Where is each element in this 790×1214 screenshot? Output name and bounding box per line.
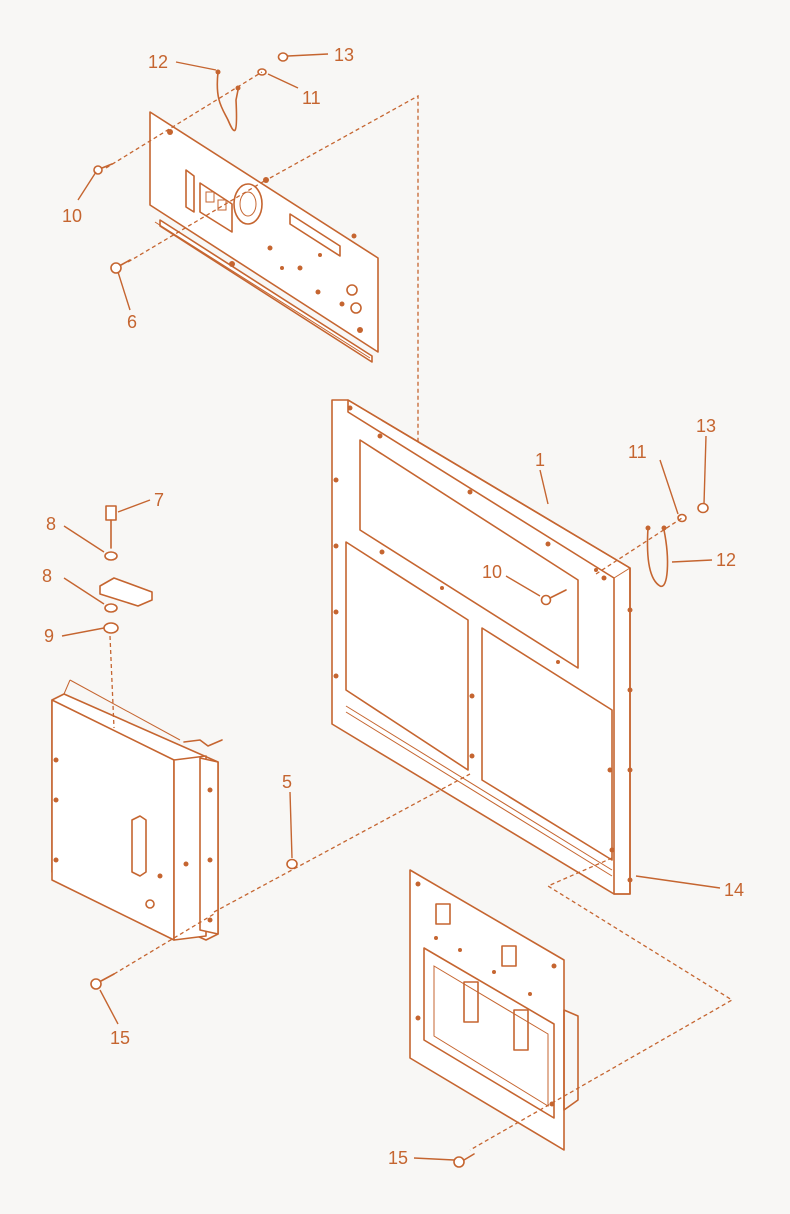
switch-panel-assembly [409, 857, 734, 1168]
washer-5 [286, 858, 298, 870]
callout-8-lower: 8 [42, 566, 52, 586]
callout-9: 9 [44, 626, 54, 646]
callout-13-top: 13 [334, 45, 354, 65]
callout-11-top: 11 [302, 88, 321, 108]
washer-8b [104, 603, 118, 613]
callout-10-right: 10 [482, 562, 502, 582]
screw-10-top [93, 163, 113, 175]
screw-6 [110, 259, 131, 274]
top-hardware [93, 52, 471, 521]
screw-15-left [90, 973, 115, 990]
callout-7: 7 [154, 490, 164, 510]
callout-15-left: 15 [110, 1028, 130, 1048]
callout-11-right: 11 [628, 442, 647, 462]
screw-15-bottom [453, 1153, 475, 1168]
leader-lines [61, 53, 721, 1161]
enclosure-assembly [51, 635, 223, 941]
callout-1: 1 [535, 450, 545, 470]
callout-5: 5 [282, 772, 292, 792]
callout-15-bottom: 15 [388, 1148, 408, 1168]
handle [131, 815, 147, 877]
lanyard-12-top [216, 71, 239, 132]
control-panel-assembly [149, 111, 379, 363]
callout-numbers: 12 11 13 10 6 1 11 13 12 10 7 8 8 9 5 14… [42, 45, 744, 1168]
callout-8-upper: 8 [46, 514, 56, 534]
main-frame-1 [331, 399, 633, 895]
callout-12-top: 12 [148, 52, 168, 72]
connector [183, 739, 223, 747]
callout-10-top: 10 [62, 206, 82, 226]
callout-14: 14 [724, 880, 744, 900]
nut-13-right [697, 502, 709, 514]
washer-8a [104, 551, 118, 561]
bolt-7-head [105, 505, 117, 521]
screw-10-right [540, 589, 567, 606]
nut-9 [103, 622, 119, 634]
clamp-bracket [99, 577, 153, 607]
bolt-stack [99, 505, 153, 634]
callout-13-right: 13 [696, 416, 716, 436]
callout-6: 6 [127, 312, 137, 332]
left-bottom-hardware [90, 773, 471, 990]
lanyard-12-right [646, 527, 669, 587]
callout-12-right: 12 [716, 550, 736, 570]
right-hardware [540, 502, 709, 606]
nut-13-top [277, 52, 289, 62]
